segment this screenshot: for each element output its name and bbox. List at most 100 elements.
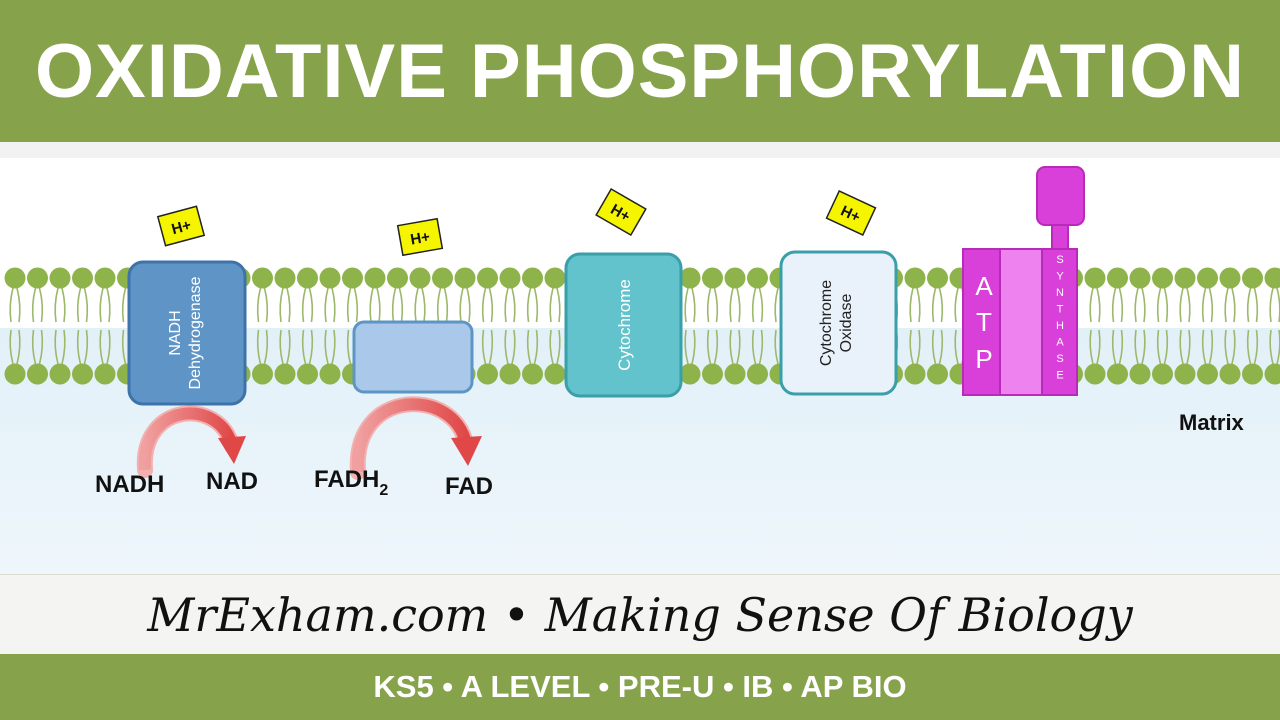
lipid-tail [106,329,111,365]
lipid-tail [54,287,59,323]
lipid-head [1084,267,1106,289]
lipid-tail [308,287,314,323]
oxidase-label-line2: Oxidase [838,294,855,353]
lipid-tail [713,287,719,323]
lipid-head [1152,267,1173,289]
h-plus-tag: H+ [595,187,647,237]
lipid-tail [511,329,516,365]
lipid-head [319,267,341,289]
lipid-head [1152,363,1173,385]
lipid-head [432,267,453,289]
lipid-tail [38,329,44,365]
lipid-tail [1111,329,1117,365]
lipid-head [72,267,93,289]
lipid-tail [684,329,689,365]
h-plus-box [156,205,206,247]
lipid-tail [121,287,127,323]
lipid-tail [1089,329,1094,365]
lipid-head [94,363,116,385]
lipid-tail [61,287,66,323]
lipid-head [1174,363,1196,385]
lipid-tail [1186,329,1191,365]
lipid-head [702,267,723,289]
lipid-head [499,267,521,289]
lipid-tail [279,329,284,365]
lipid-head [477,267,498,289]
fad-arrow-head [451,436,482,466]
lipid-tail [38,287,44,323]
lipid-head [94,267,116,289]
lipid-head [1264,267,1280,289]
lipid-tail [263,287,269,323]
atp-letter: P [975,344,992,374]
lipid-tail [398,287,404,323]
lipid-tail [1201,287,1207,323]
lipid-tail [511,287,516,323]
lipid-tail [54,329,59,365]
lipid-tail [1118,329,1124,365]
lipid-tail [916,287,921,323]
lipid-tail [1096,287,1101,323]
synthase-letter: N [1056,287,1064,299]
lipid-tail [1089,287,1094,323]
lipid-tail [76,329,82,365]
lipid-tail [713,329,719,365]
lipid-head [387,267,408,289]
atp-synthase-head [1036,166,1085,226]
lipid-head [409,267,431,289]
lipid-head [274,267,296,289]
cytochrome-oxidase-complex [779,250,898,396]
lipid-tail [954,287,959,323]
nadh-complex-label-line2: Dehydrogenase [187,276,204,389]
lipid-tail [526,329,532,365]
lipid-head [1264,363,1280,385]
lipid-tail [684,287,689,323]
lipid-tail [504,287,509,323]
lipid-head [49,363,71,385]
lipid-head [1242,363,1263,385]
lipid-head [252,267,273,289]
lipid-tail [533,329,539,365]
nadh-dehydrogenase-complex [127,260,247,406]
lipid-tail [916,329,921,365]
lipid-tail [938,287,944,323]
nadh-reactant: NADH [95,471,164,498]
lipid-tail [954,329,959,365]
lipid-tail [83,287,89,323]
lipid-tail [1231,329,1236,365]
h-plus-label: H+ [170,217,194,239]
lipid-tail [16,329,21,365]
lipid-tail [256,287,262,323]
lipid-tail [1208,287,1214,323]
lipid-tail [526,287,532,323]
lipid-head [1129,363,1151,385]
lipid-tail [83,329,89,365]
lipid-tail [324,329,329,365]
atp-synthase-stalk [1051,224,1069,250]
fad-product: FAD [445,473,493,500]
synthase-letter: E [1056,370,1063,382]
lipid-head [747,267,768,289]
lipid-tail [1111,287,1117,323]
h-plus-box [396,217,444,257]
lipid-tail [1224,287,1229,323]
lipid-tail [1163,329,1169,365]
lipid-tail [1134,287,1139,323]
lipid-head [1174,267,1196,289]
atp-letter: T [976,307,992,337]
lipid-head [252,363,273,385]
lipid-tail [909,287,914,323]
cytochrome-label: Cytochrome [615,279,634,371]
lipid-head [522,363,543,385]
atp-letter: A [975,271,993,301]
lipid-head [49,267,71,289]
lipid-head [72,363,93,385]
lipid-tail [1179,287,1184,323]
lipid-tail [774,287,779,323]
lipid-head [927,363,948,385]
lipid-tail [301,287,307,323]
lipid-tail [1141,287,1146,323]
synthase-letter: Y [1056,271,1064,283]
lipid-head [544,363,566,385]
matrix-label: Matrix [1179,410,1245,435]
